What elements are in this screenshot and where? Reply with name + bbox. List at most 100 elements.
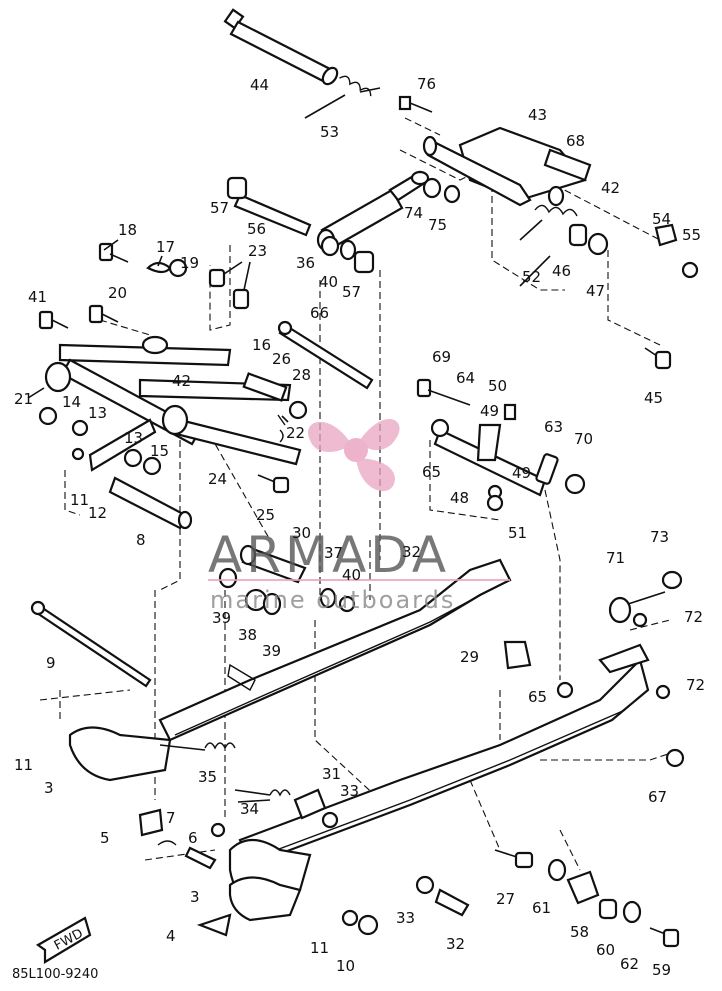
callout-label: 69 bbox=[432, 348, 451, 366]
callout-label: 11 bbox=[70, 491, 89, 509]
callout-label: 18 bbox=[118, 221, 137, 239]
callout-label: 22 bbox=[286, 424, 305, 442]
callout-label: 33 bbox=[396, 909, 415, 927]
callout-labels: 44 53 76 43 68 42 57 56 74 75 54 55 18 1… bbox=[14, 75, 705, 979]
callout-label: 11 bbox=[14, 756, 33, 774]
callout-label: 44 bbox=[250, 76, 269, 94]
rear-arm-assembly bbox=[416, 378, 586, 512]
bolt-71-nut-73 bbox=[608, 570, 683, 628]
callout-label: 75 bbox=[428, 216, 447, 234]
bolt-45 bbox=[644, 347, 672, 370]
callout-label: 71 bbox=[606, 549, 625, 567]
spring-53 bbox=[304, 75, 381, 119]
callout-label: 34 bbox=[240, 800, 259, 818]
callout-label: 67 bbox=[648, 788, 667, 806]
callout-label: 73 bbox=[650, 528, 669, 546]
spacer-30 bbox=[239, 544, 307, 584]
callout-label: 76 bbox=[417, 75, 436, 93]
callout-label: 21 bbox=[14, 390, 33, 408]
fwd-arrow bbox=[35, 916, 92, 964]
assembly-guide-lines bbox=[39, 117, 681, 871]
callout-label: 50 bbox=[488, 377, 507, 395]
callout-label: 72 bbox=[686, 676, 705, 694]
callout-label: 13 bbox=[88, 404, 107, 422]
callout-label: 48 bbox=[450, 489, 469, 507]
callout-label: 49 bbox=[512, 464, 531, 482]
callout-label: 23 bbox=[248, 242, 267, 260]
callout-label: 55 bbox=[682, 226, 701, 244]
callout-leader-lines bbox=[27, 239, 551, 423]
callout-label: 36 bbox=[296, 254, 315, 272]
callout-label: 40 bbox=[342, 566, 361, 584]
washer-67 bbox=[665, 748, 685, 768]
callout-label: 61 bbox=[532, 899, 551, 917]
callout-label: 40 bbox=[319, 273, 338, 291]
callout-label: 10 bbox=[336, 957, 355, 975]
callout-label: 51 bbox=[508, 524, 527, 542]
slide-rail-right bbox=[228, 643, 650, 922]
small-washers-left bbox=[38, 406, 162, 476]
callout-label: 30 bbox=[292, 524, 311, 542]
callout-label: 63 bbox=[544, 418, 563, 436]
slide-rail-left bbox=[68, 558, 512, 782]
callout-label: 16 bbox=[252, 336, 271, 354]
bolt-26-28 bbox=[242, 372, 308, 420]
front-suspension-arm bbox=[44, 335, 302, 472]
rod-66 bbox=[277, 320, 374, 390]
callout-label: 27 bbox=[496, 890, 515, 908]
callout-label: 52 bbox=[522, 268, 541, 286]
callout-label: 24 bbox=[208, 470, 227, 488]
spring-pin-22 bbox=[277, 414, 286, 443]
callout-label: 46 bbox=[552, 262, 571, 280]
callout-label: 28 bbox=[292, 366, 311, 384]
bushes-46-47 bbox=[568, 223, 609, 256]
bolt-25 bbox=[257, 474, 290, 494]
diagram-code: 85L100-9240 bbox=[12, 967, 98, 982]
callout-label: 47 bbox=[586, 282, 605, 300]
callout-label: 33 bbox=[340, 782, 359, 800]
callout-label: 57 bbox=[210, 199, 229, 217]
rear-shaft bbox=[223, 8, 339, 86]
callout-label: 53 bbox=[320, 123, 339, 141]
callout-label: 7 bbox=[166, 809, 176, 827]
spring-52 bbox=[519, 204, 578, 241]
callout-label: 3 bbox=[44, 779, 54, 797]
callout-label: 3 bbox=[190, 888, 200, 906]
callout-label: 15 bbox=[150, 442, 169, 460]
callout-label: 68 bbox=[566, 132, 585, 150]
bushes-38-39 bbox=[218, 567, 282, 616]
callout-label: 70 bbox=[574, 430, 593, 448]
callout-label: 37 bbox=[324, 544, 343, 562]
callout-label: 43 bbox=[528, 106, 547, 124]
callout-label: 45 bbox=[644, 389, 663, 407]
callout-label: 65 bbox=[528, 688, 547, 706]
collar-42-top bbox=[547, 185, 565, 207]
washers-37-40 bbox=[319, 587, 356, 613]
callout-label: 49 bbox=[480, 402, 499, 420]
callout-label: 11 bbox=[310, 939, 329, 957]
callout-label: 19 bbox=[180, 254, 199, 272]
cap-29 bbox=[503, 640, 532, 670]
callout-label: 31 bbox=[322, 765, 341, 783]
callout-label: 38 bbox=[238, 626, 257, 644]
callout-label: 32 bbox=[446, 935, 465, 953]
spring-34 bbox=[234, 789, 291, 803]
callout-label: 59 bbox=[652, 961, 671, 979]
upper-arm-bracket-43 bbox=[422, 126, 592, 207]
callout-label: 29 bbox=[460, 648, 479, 666]
watermark: ARMADA marine outboards bbox=[208, 419, 510, 614]
upper-small-parts bbox=[38, 242, 250, 330]
callout-label: 5 bbox=[100, 829, 110, 847]
callout-label: 26 bbox=[272, 350, 291, 368]
washer-72-right bbox=[655, 684, 671, 700]
callout-label: 13 bbox=[124, 429, 143, 447]
callout-label: 42 bbox=[601, 179, 620, 197]
cap-54-clip-55 bbox=[654, 223, 699, 279]
washer-65-lower bbox=[556, 681, 574, 699]
callout-label: 42 bbox=[172, 372, 191, 390]
lower-parts-center bbox=[341, 875, 470, 936]
wear-strip-clip-5-7-6 bbox=[138, 808, 226, 870]
callout-label: 12 bbox=[88, 504, 107, 522]
bushes-36-40-57 bbox=[320, 235, 375, 274]
